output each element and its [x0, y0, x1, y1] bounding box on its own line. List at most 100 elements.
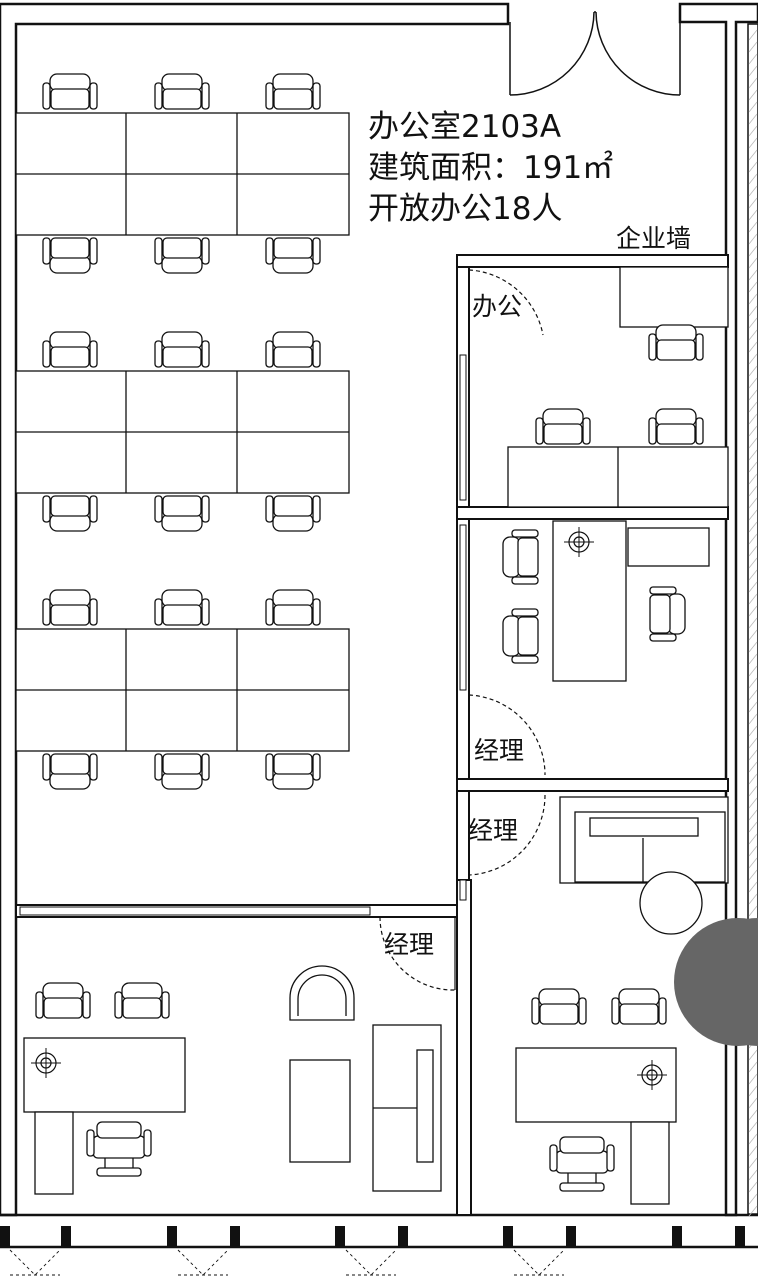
manager-room-3-label: 经理	[384, 930, 435, 959]
hatch-line	[748, 149, 758, 161]
plan-area: 建筑面积：191㎡	[368, 150, 614, 186]
bottom-windows	[0, 1226, 745, 1246]
hatch-line	[748, 1121, 758, 1133]
hatch-line	[748, 221, 758, 233]
hatch-line	[748, 125, 758, 137]
structural-column	[674, 918, 758, 1046]
hatch-line	[748, 53, 758, 65]
manager-room-3-furniture	[23, 965, 442, 1195]
hatch-line	[748, 845, 758, 857]
plan-title: 办公室2103A	[368, 109, 562, 145]
hatch-line	[748, 1205, 758, 1217]
hatch-line	[748, 305, 758, 317]
hatch-line	[748, 677, 758, 689]
hatch-line	[748, 89, 758, 101]
hatch-line	[748, 533, 758, 545]
outer-walls	[0, 2, 758, 1249]
open-office-desks	[15, 112, 350, 752]
entrance-double-door[interactable]	[509, 11, 681, 96]
hatch-line	[748, 281, 758, 293]
hatch-line	[748, 1193, 758, 1205]
hatch-line	[748, 785, 758, 797]
hatch-line	[748, 485, 758, 497]
hatch-line	[748, 449, 758, 461]
hatch-line	[748, 701, 758, 713]
office-room-label: 办公	[472, 292, 523, 321]
hatch-line	[748, 605, 758, 617]
hatch-line	[748, 689, 758, 701]
glass-partitions	[19, 354, 467, 916]
hatch-line	[748, 761, 758, 773]
hatch-line	[748, 725, 758, 737]
hatch-line	[748, 1133, 758, 1145]
hatch-line	[748, 665, 758, 677]
column-circle	[674, 918, 758, 1046]
manager-door-3[interactable]	[379, 916, 456, 991]
hatch-line	[748, 389, 758, 401]
hatch-line	[748, 833, 758, 845]
office-door[interactable]	[468, 269, 544, 352]
hatch-line	[748, 161, 758, 173]
hatch-line	[748, 821, 758, 833]
office-room-furniture	[507, 266, 729, 508]
hatch-line	[748, 329, 758, 341]
hatch-line	[748, 509, 758, 521]
hatch-line	[748, 857, 758, 869]
hatch-line	[748, 521, 758, 533]
hatch-line	[748, 461, 758, 473]
hatch-line	[748, 1097, 758, 1109]
right-hatched-wall	[747, 23, 758, 1217]
hatch-line	[748, 1169, 758, 1181]
hatch-line	[748, 185, 758, 197]
hatch-line	[748, 293, 758, 305]
manager-door-1[interactable]	[468, 694, 546, 777]
hatch-line	[748, 1145, 758, 1157]
hatch-line	[748, 425, 758, 437]
plan-capacity: 开放办公18人	[368, 191, 563, 227]
hatch-line	[748, 809, 758, 821]
hatch-line	[748, 905, 758, 917]
hatch-line	[748, 1157, 758, 1169]
hatch-line	[748, 881, 758, 893]
manager-room-1-label: 经理	[474, 736, 525, 765]
hatch-line	[748, 209, 758, 221]
manager-room-1-furniture	[503, 520, 710, 682]
manager-door-2[interactable]	[468, 793, 546, 876]
hatch-line	[748, 581, 758, 593]
hatch-line	[748, 245, 758, 257]
hatch-line	[748, 713, 758, 725]
hatch-line	[748, 353, 758, 365]
hatch-line	[748, 257, 758, 269]
hatch-line	[748, 557, 758, 569]
hatch-line	[748, 497, 758, 509]
hatch-line	[748, 413, 758, 425]
hatch-line	[748, 233, 758, 245]
hatch-line	[748, 869, 758, 881]
hatch-line	[748, 77, 758, 89]
hatch-line	[748, 197, 758, 209]
bottom-window-swings	[9, 1249, 565, 1276]
hatch-line	[748, 113, 758, 125]
hatch-line	[748, 365, 758, 377]
hatch-line	[748, 1109, 758, 1121]
hatch-line	[748, 473, 758, 485]
hatch-line	[748, 317, 758, 329]
hatch-line	[748, 377, 758, 389]
hatch-line	[748, 737, 758, 749]
corporate-wall-label: 企业墙	[616, 224, 692, 253]
hatch-line	[748, 1181, 758, 1193]
manager-room-2-label: 经理	[468, 816, 519, 845]
hatch-line	[748, 401, 758, 413]
hatch-line	[748, 29, 758, 41]
hatch-line	[748, 641, 758, 653]
hatch-line	[748, 269, 758, 281]
hatch-line	[748, 773, 758, 785]
hatch-line	[748, 545, 758, 557]
hatch-line	[748, 1049, 758, 1061]
hatch-line	[748, 65, 758, 77]
hatch-line	[748, 617, 758, 629]
hatch-line	[748, 1073, 758, 1085]
hatch-line	[748, 593, 758, 605]
hatch-line	[748, 341, 758, 353]
